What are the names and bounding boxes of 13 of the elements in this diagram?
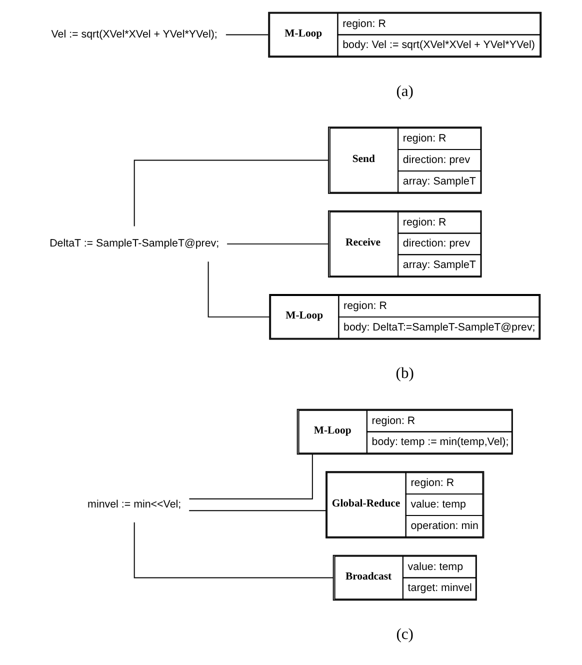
connector <box>133 522 334 578</box>
connector <box>207 261 270 318</box>
connector <box>133 160 328 227</box>
connector <box>188 510 326 512</box>
label: (c) <box>396 626 414 643</box>
connector <box>188 454 312 500</box>
node-text: DeltaT := SampleT-SampleT@prev; <box>49 238 219 250</box>
connector <box>224 34 268 36</box>
label: (b) <box>395 365 414 382</box>
label: (a) <box>396 82 414 100</box>
node-text: minvel := min<<Vel; <box>87 498 181 510</box>
connector <box>226 243 328 244</box>
node-text: Vel := sqrt(XVel*XVel + YVel*YVel); <box>50 28 217 40</box>
